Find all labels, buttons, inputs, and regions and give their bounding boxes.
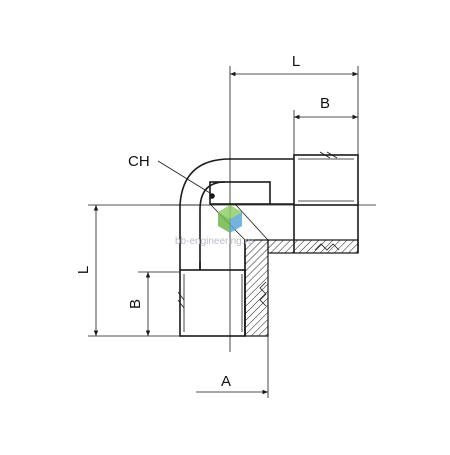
dimension-label-bottom-a: A bbox=[221, 373, 231, 390]
hex-size-callout: CH bbox=[128, 153, 215, 199]
dimension-label-left-b: B bbox=[127, 299, 144, 309]
dimension-top-l: L bbox=[229, 53, 359, 160]
dimension-top-b: B bbox=[293, 95, 358, 155]
dimension-left-b: B bbox=[127, 271, 180, 336]
dimension-label-top-b: B bbox=[320, 95, 330, 112]
watermark-text: bb-engineering.ru bbox=[175, 236, 253, 247]
dimension-label-left-l: L bbox=[75, 266, 92, 274]
horizontal-section-hatch bbox=[267, 205, 359, 254]
bb-engineering-cube-logo bbox=[218, 205, 242, 233]
dimension-bottom-a: A bbox=[196, 336, 269, 398]
hex-size-label: CH bbox=[128, 153, 150, 170]
top-thread bbox=[293, 151, 359, 206]
bottom-thread bbox=[177, 269, 246, 337]
dimension-label-top-l: L bbox=[292, 53, 300, 70]
vertical-section-hatch bbox=[244, 239, 269, 337]
